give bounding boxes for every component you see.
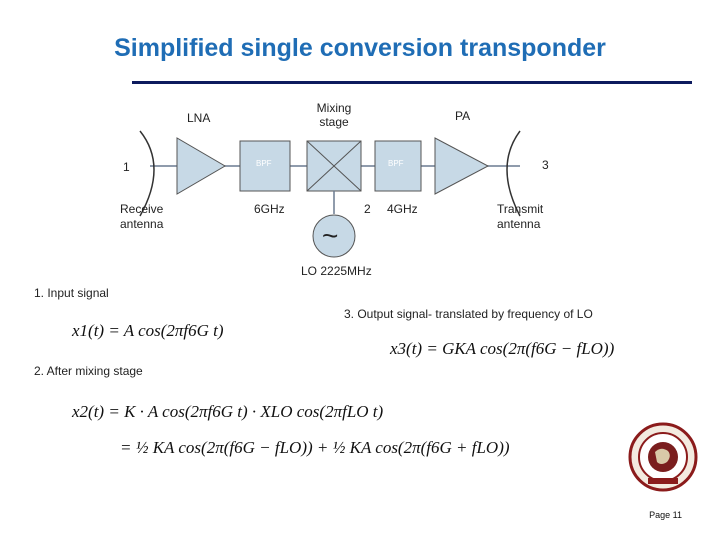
slide-title: Simplified single conversion transponder — [114, 34, 606, 62]
point-1-label: 1 — [123, 160, 130, 174]
bpf2-label: BPF — [388, 159, 404, 168]
lna-amplifier-icon — [176, 137, 226, 195]
pa-amplifier-icon — [434, 137, 490, 195]
lna-label: LNA — [187, 111, 211, 125]
equation-mixing-line1: x2(t) = K · A cos(2πf6G t) · XLO cos(2πf… — [72, 402, 384, 421]
bpf2-box — [374, 140, 422, 192]
transponder-diagram: LNA Mixing stage PA BPF BPF 1 2 3 Receiv… — [100, 96, 580, 282]
lo-frequency-label: LO 2225MHz — [301, 264, 372, 278]
oscillator-symbol: ~ — [322, 220, 339, 251]
title-underline — [132, 81, 692, 84]
receive-antenna-icon — [139, 130, 155, 217]
equation-output-signal: x3(t) = GKA cos(2π(f6G − fLO)) — [390, 339, 615, 358]
input-signal-note: 1. Input signal — [34, 286, 109, 300]
pa-label: PA — [455, 109, 471, 123]
block-diagram-svg — [139, 130, 521, 258]
local-oscillator-icon — [312, 214, 356, 258]
equation-mixing-line2: = ½ KA cos(2π(f6G − fLO)) + ½ KA cos(2π(… — [120, 438, 510, 457]
point-2-label: 2 — [364, 202, 371, 216]
output-signal-note: 3. Output signal- translated by frequenc… — [344, 307, 593, 321]
after-mixing-note: 2. After mixing stage — [34, 364, 143, 378]
university-seal-logo — [628, 418, 698, 496]
equation-input-signal: x1(t) = A cos(2πf6G t) — [72, 321, 224, 340]
point-3-label: 3 — [542, 158, 549, 172]
input-frequency-label: 6GHz — [254, 202, 285, 216]
bpf1-label: BPF — [256, 159, 272, 168]
output-frequency-label: 4GHz — [387, 202, 418, 216]
receive-antenna-label: Receive antenna — [120, 202, 164, 231]
page-number: Page 11 — [649, 510, 682, 520]
mixing-stage-label: Mixing stage — [316, 101, 352, 129]
transmit-antenna-icon — [506, 130, 521, 217]
transmit-antenna-label: Transmit antenna — [497, 202, 544, 231]
bpf1-box — [239, 140, 291, 192]
